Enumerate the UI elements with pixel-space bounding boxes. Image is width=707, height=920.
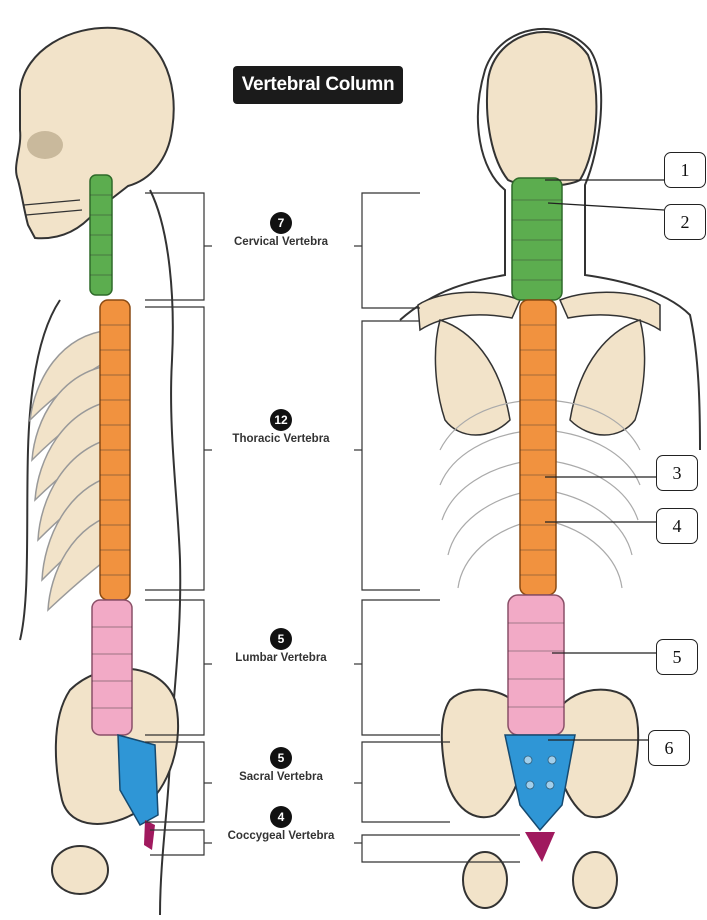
region-lumbar: 5 Lumbar Vertebra (204, 628, 358, 664)
sacral-segment-back (505, 735, 575, 830)
region-cervical: 7 Cervical Vertebra (204, 212, 358, 248)
skull-back (487, 32, 596, 186)
region-coccygeal: 4 Coccygeal Vertebra (204, 806, 358, 842)
cervical-segment-back (512, 178, 562, 300)
coccyx-segment-side (144, 820, 155, 850)
callout-5: 5 (656, 639, 698, 675)
cervical-count-badge: 7 (270, 212, 292, 234)
cervical-label: Cervical Vertebra (204, 236, 358, 248)
diagram-title: Vertebral Column (233, 66, 403, 104)
lumbar-count-badge: 5 (270, 628, 292, 650)
region-thoracic: 12 Thoracic Vertebra (204, 409, 358, 445)
thoracic-count-badge: 12 (270, 409, 292, 431)
callout-6: 6 (648, 730, 690, 766)
lumbar-label: Lumbar Vertebra (204, 652, 358, 664)
left-scapula (435, 320, 510, 435)
region-sacral: 5 Sacral Vertebra (204, 747, 358, 783)
callout-2: 2 (664, 204, 706, 240)
lumbar-segment-side (92, 600, 132, 735)
lumbar-segment-back (508, 595, 564, 735)
thoracic-label: Thoracic Vertebra (204, 433, 358, 445)
coccygeal-count-badge: 4 (270, 806, 292, 828)
right-scapula (570, 320, 645, 435)
back-spine (505, 178, 575, 862)
callout-4: 4 (656, 508, 698, 544)
sacral-label: Sacral Vertebra (204, 771, 358, 783)
sacral-count-badge: 5 (270, 747, 292, 769)
coccyx-segment-back (525, 832, 555, 862)
callout-3: 3 (656, 455, 698, 491)
thoracic-segment-back (520, 300, 556, 595)
coccygeal-label: Coccygeal Vertebra (204, 830, 358, 842)
callout-1: 1 (664, 152, 706, 188)
